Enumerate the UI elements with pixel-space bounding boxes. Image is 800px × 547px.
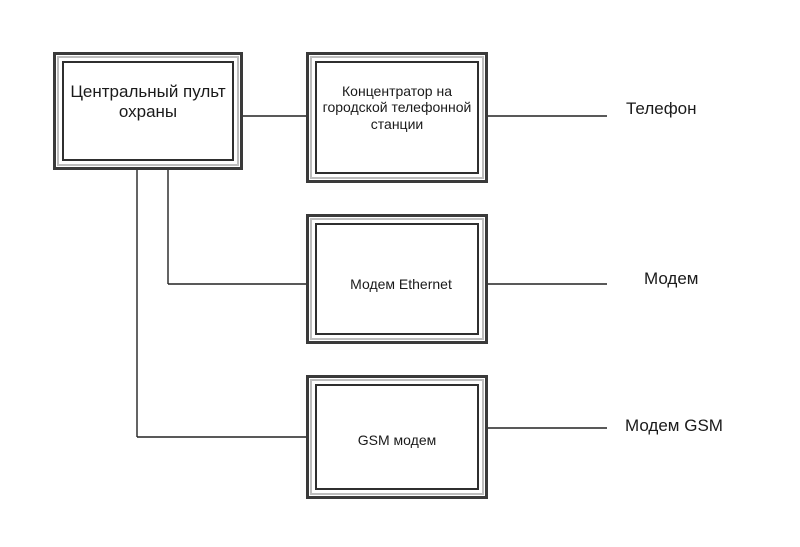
box-inner-frame	[315, 384, 479, 490]
box-inner-frame	[315, 61, 479, 174]
gsm-modem-label: GSM модем	[357, 431, 437, 448]
ethernet-modem-box: Модем Ethernet	[306, 214, 488, 344]
modem-output-label: Модем	[644, 269, 699, 288]
ethernet-modem-label: Модем Ethernet	[350, 275, 452, 292]
box-inner-frame	[315, 223, 479, 335]
modem-gsm-output-label: Модем GSM	[625, 416, 723, 435]
gsm-modem-box: GSM модем	[306, 375, 488, 499]
central-monitoring-station-label: Центральный пульт охраны	[70, 81, 226, 121]
central-monitoring-station-box: Центральный пульт охраны	[53, 52, 243, 170]
box-inner-frame	[62, 61, 234, 161]
phone-output-label: Телефон	[626, 99, 697, 118]
telephone-exchange-hub-box: Концентратор на городской телефонной ста…	[306, 52, 488, 183]
telephone-exchange-hub-label: Концентратор на городской телефонной ста…	[322, 82, 472, 132]
